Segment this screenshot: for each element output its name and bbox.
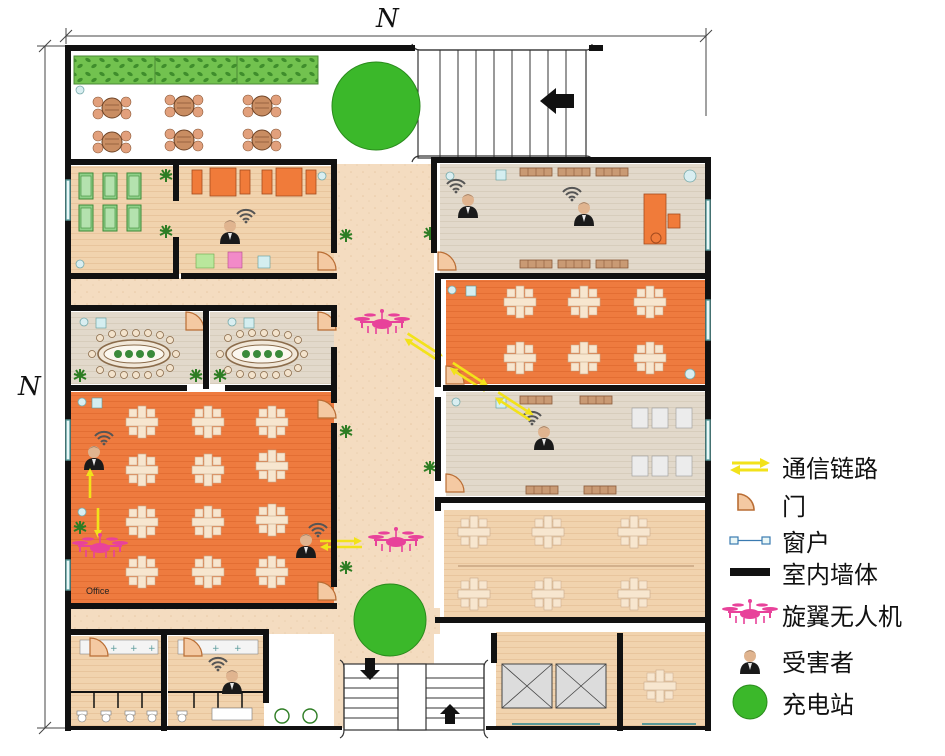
windows <box>65 179 711 591</box>
legend-label: 通信链路 <box>782 454 878 483</box>
charging-station-bottom <box>353 583 427 657</box>
comm-link-arrows-icon <box>728 446 776 486</box>
top-stairs <box>411 43 593 163</box>
legend-label: 旋翼无人机 <box>782 602 902 631</box>
legend-window-icon <box>729 536 771 545</box>
legend-link-icon <box>730 458 770 475</box>
svg-text:+: + <box>212 644 220 654</box>
legend-label: 门 <box>782 492 806 521</box>
legend-label: 室内墙体 <box>782 560 878 589</box>
dimension-left <box>37 39 66 735</box>
rotor-drone-icon <box>728 594 776 634</box>
comm-link-left-vertical <box>86 468 102 538</box>
walls <box>65 45 711 731</box>
bottom-stairs <box>339 658 489 739</box>
charging-station-top <box>331 61 421 151</box>
hedge <box>73 55 319 85</box>
legend-item-uav: 旋翼无人机 <box>728 594 943 634</box>
legend-door-icon <box>737 493 755 511</box>
svg-text:+: + <box>130 644 138 654</box>
legend-item-door: 门 <box>728 484 943 524</box>
svg-text:+: + <box>110 644 118 654</box>
legend-label: 受害者 <box>782 648 854 677</box>
dimension-label-left: N <box>18 372 41 402</box>
legend-wall-icon <box>730 568 770 576</box>
legend-station-icon <box>732 684 768 720</box>
legend-item-window: 窗户 <box>728 520 943 560</box>
dimension-top <box>59 28 713 116</box>
charging-station-icon <box>728 682 776 722</box>
legend-label: 充电站 <box>782 690 854 719</box>
arrow-left-icon <box>540 88 574 114</box>
room-label-office: Office <box>86 586 110 596</box>
legend-item-link: 通信链路 <box>728 446 943 486</box>
victim-person-icon <box>728 640 776 680</box>
arrow-down-icon <box>360 658 380 680</box>
legend-item-wall: 室内墙体 <box>728 552 943 592</box>
legend-item-victim: 受害者 <box>728 640 943 680</box>
svg-text:+: + <box>148 644 156 654</box>
door-swing-icon <box>728 484 776 524</box>
wall-bar-icon <box>728 552 776 592</box>
legend-label: 窗户 <box>782 528 830 557</box>
svg-text:+: + <box>234 644 242 654</box>
dimension-label-top: N <box>376 4 399 34</box>
arrow-up-icon <box>440 704 460 724</box>
legend-item-station: 充电站 <box>728 682 943 722</box>
